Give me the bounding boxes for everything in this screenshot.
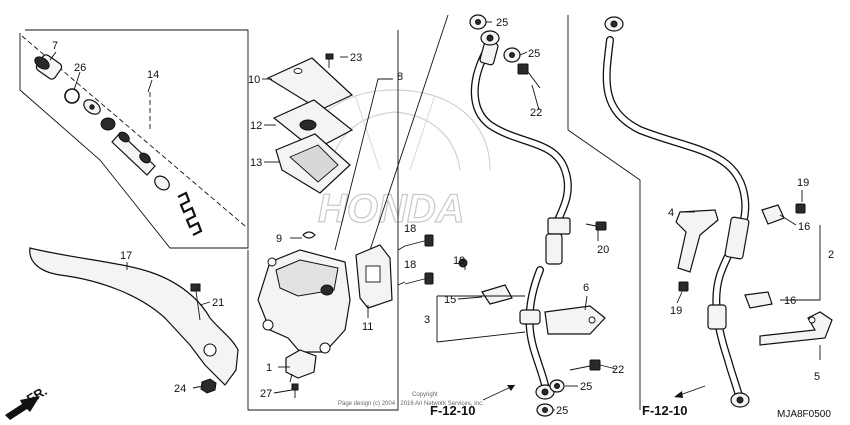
clamp-screw-right-upper[interactable] — [795, 203, 806, 214]
label-16-lower: 16 — [784, 295, 796, 307]
pivot-nut[interactable] — [200, 378, 217, 394]
label-23: 23 — [350, 52, 362, 64]
brake-hose-right[interactable] — [602, 16, 750, 408]
label-25-c: 25 — [580, 381, 592, 393]
dust-boot[interactable] — [33, 53, 64, 80]
copyright-line-2: Page design (c) 2004 - 2016 Ari Network … — [338, 401, 484, 407]
label-11: 11 — [362, 321, 373, 333]
brake-hose-lower[interactable] — [519, 266, 555, 400]
leader-lines — [49, 21, 821, 411]
reference-right[interactable]: F-12-10 — [642, 385, 706, 418]
label-26: 26 — [74, 62, 86, 74]
spring[interactable] — [177, 191, 203, 236]
hose-clamp-right-lower[interactable] — [744, 291, 773, 309]
reference-left[interactable]: F-12-10 — [430, 384, 516, 418]
sealing-washer-3[interactable] — [549, 379, 565, 393]
label-19-right-lower: 19 — [670, 305, 682, 317]
label-22-upper: 22 — [530, 107, 542, 119]
label-25-a: 25 — [496, 17, 508, 29]
label-14: 14 — [147, 69, 159, 81]
reference-left-text: F-12-10 — [430, 403, 476, 418]
label-1: 1 — [266, 362, 272, 374]
label-15-a: 15 — [444, 294, 456, 306]
master-cylinder-holder[interactable] — [355, 244, 393, 309]
master-cylinder[interactable] — [257, 249, 351, 354]
label-20: 20 — [597, 244, 609, 256]
sealing-washer-1[interactable] — [469, 14, 487, 30]
label-13: 13 — [250, 157, 262, 169]
piston-washers[interactable] — [81, 97, 116, 131]
brake-hose-upper[interactable] — [470, 30, 572, 265]
label-10: 10 — [248, 74, 260, 86]
oil-bolt-lower[interactable] — [569, 359, 601, 371]
diaphragm[interactable] — [275, 133, 351, 194]
label-5: 5 — [814, 371, 820, 383]
label-8: 8 — [397, 71, 403, 83]
label-12: 12 — [250, 120, 262, 132]
reservoir-cap[interactable] — [266, 57, 354, 111]
sealing-washer-2[interactable] — [503, 47, 521, 63]
reference-right-text: F-12-10 — [642, 403, 688, 418]
hose-bracket-lower[interactable] — [759, 311, 833, 346]
label-21: 21 — [212, 297, 224, 309]
circlip[interactable] — [64, 88, 80, 104]
label-25-d: 25 — [556, 405, 568, 417]
label-2: 2 — [828, 249, 834, 261]
reservoir-cap-stack — [266, 57, 354, 194]
label-17: 17 — [120, 250, 132, 262]
hose-stay[interactable] — [675, 209, 719, 273]
small-clip[interactable] — [302, 231, 316, 239]
section-borders — [19, 14, 641, 411]
brake-lever[interactable] — [29, 247, 239, 386]
joint-bolt[interactable] — [585, 221, 607, 231]
front-stop-switch[interactable] — [285, 349, 317, 383]
hose-clamp-bracket[interactable] — [544, 305, 606, 335]
piston-kit-group — [21, 35, 246, 236]
label-7: 7 — [52, 40, 58, 52]
label-4: 4 — [668, 207, 674, 219]
holder-bolt-lower[interactable] — [404, 272, 434, 285]
label-19-right-upper: 19 — [797, 177, 809, 189]
label-9: 9 — [276, 233, 282, 245]
watermark-text: HONDA — [318, 187, 465, 231]
label-27: 27 — [260, 388, 272, 400]
label-18-lower: 18 — [404, 259, 416, 271]
hose-clamp-upper[interactable] — [481, 284, 513, 305]
honda-watermark: HONDA — [299, 89, 491, 232]
switch-screw[interactable] — [291, 383, 299, 398]
lever-pivot-bolt[interactable] — [190, 283, 201, 321]
label-19-left: 19 — [453, 255, 465, 267]
cap-screw[interactable] — [325, 53, 334, 68]
piston[interactable] — [111, 130, 172, 193]
front-arrow: FR. — [5, 383, 50, 420]
label-25-b: 25 — [528, 48, 540, 60]
oil-bolt-upper[interactable] — [517, 63, 541, 89]
sealing-washer-4[interactable] — [536, 403, 554, 417]
hose-clamp-right-upper[interactable] — [761, 204, 785, 225]
label-22-lower: 22 — [612, 364, 624, 376]
part-number-labels: 7 26 14 10 12 13 23 8 9 18 18 11 1 27 17… — [52, 17, 834, 417]
label-6: 6 — [583, 282, 589, 294]
diagram-code: MJA8F0500 — [777, 409, 831, 420]
label-18-upper: 18 — [404, 223, 416, 235]
label-16-upper: 16 — [798, 221, 810, 233]
holder-bolt-upper[interactable] — [404, 234, 434, 247]
label-3: 3 — [424, 314, 430, 326]
label-24: 24 — [174, 383, 186, 395]
copyright-line-1: Copyright — [412, 392, 438, 398]
clamp-screw-right-lower[interactable] — [678, 281, 689, 292]
